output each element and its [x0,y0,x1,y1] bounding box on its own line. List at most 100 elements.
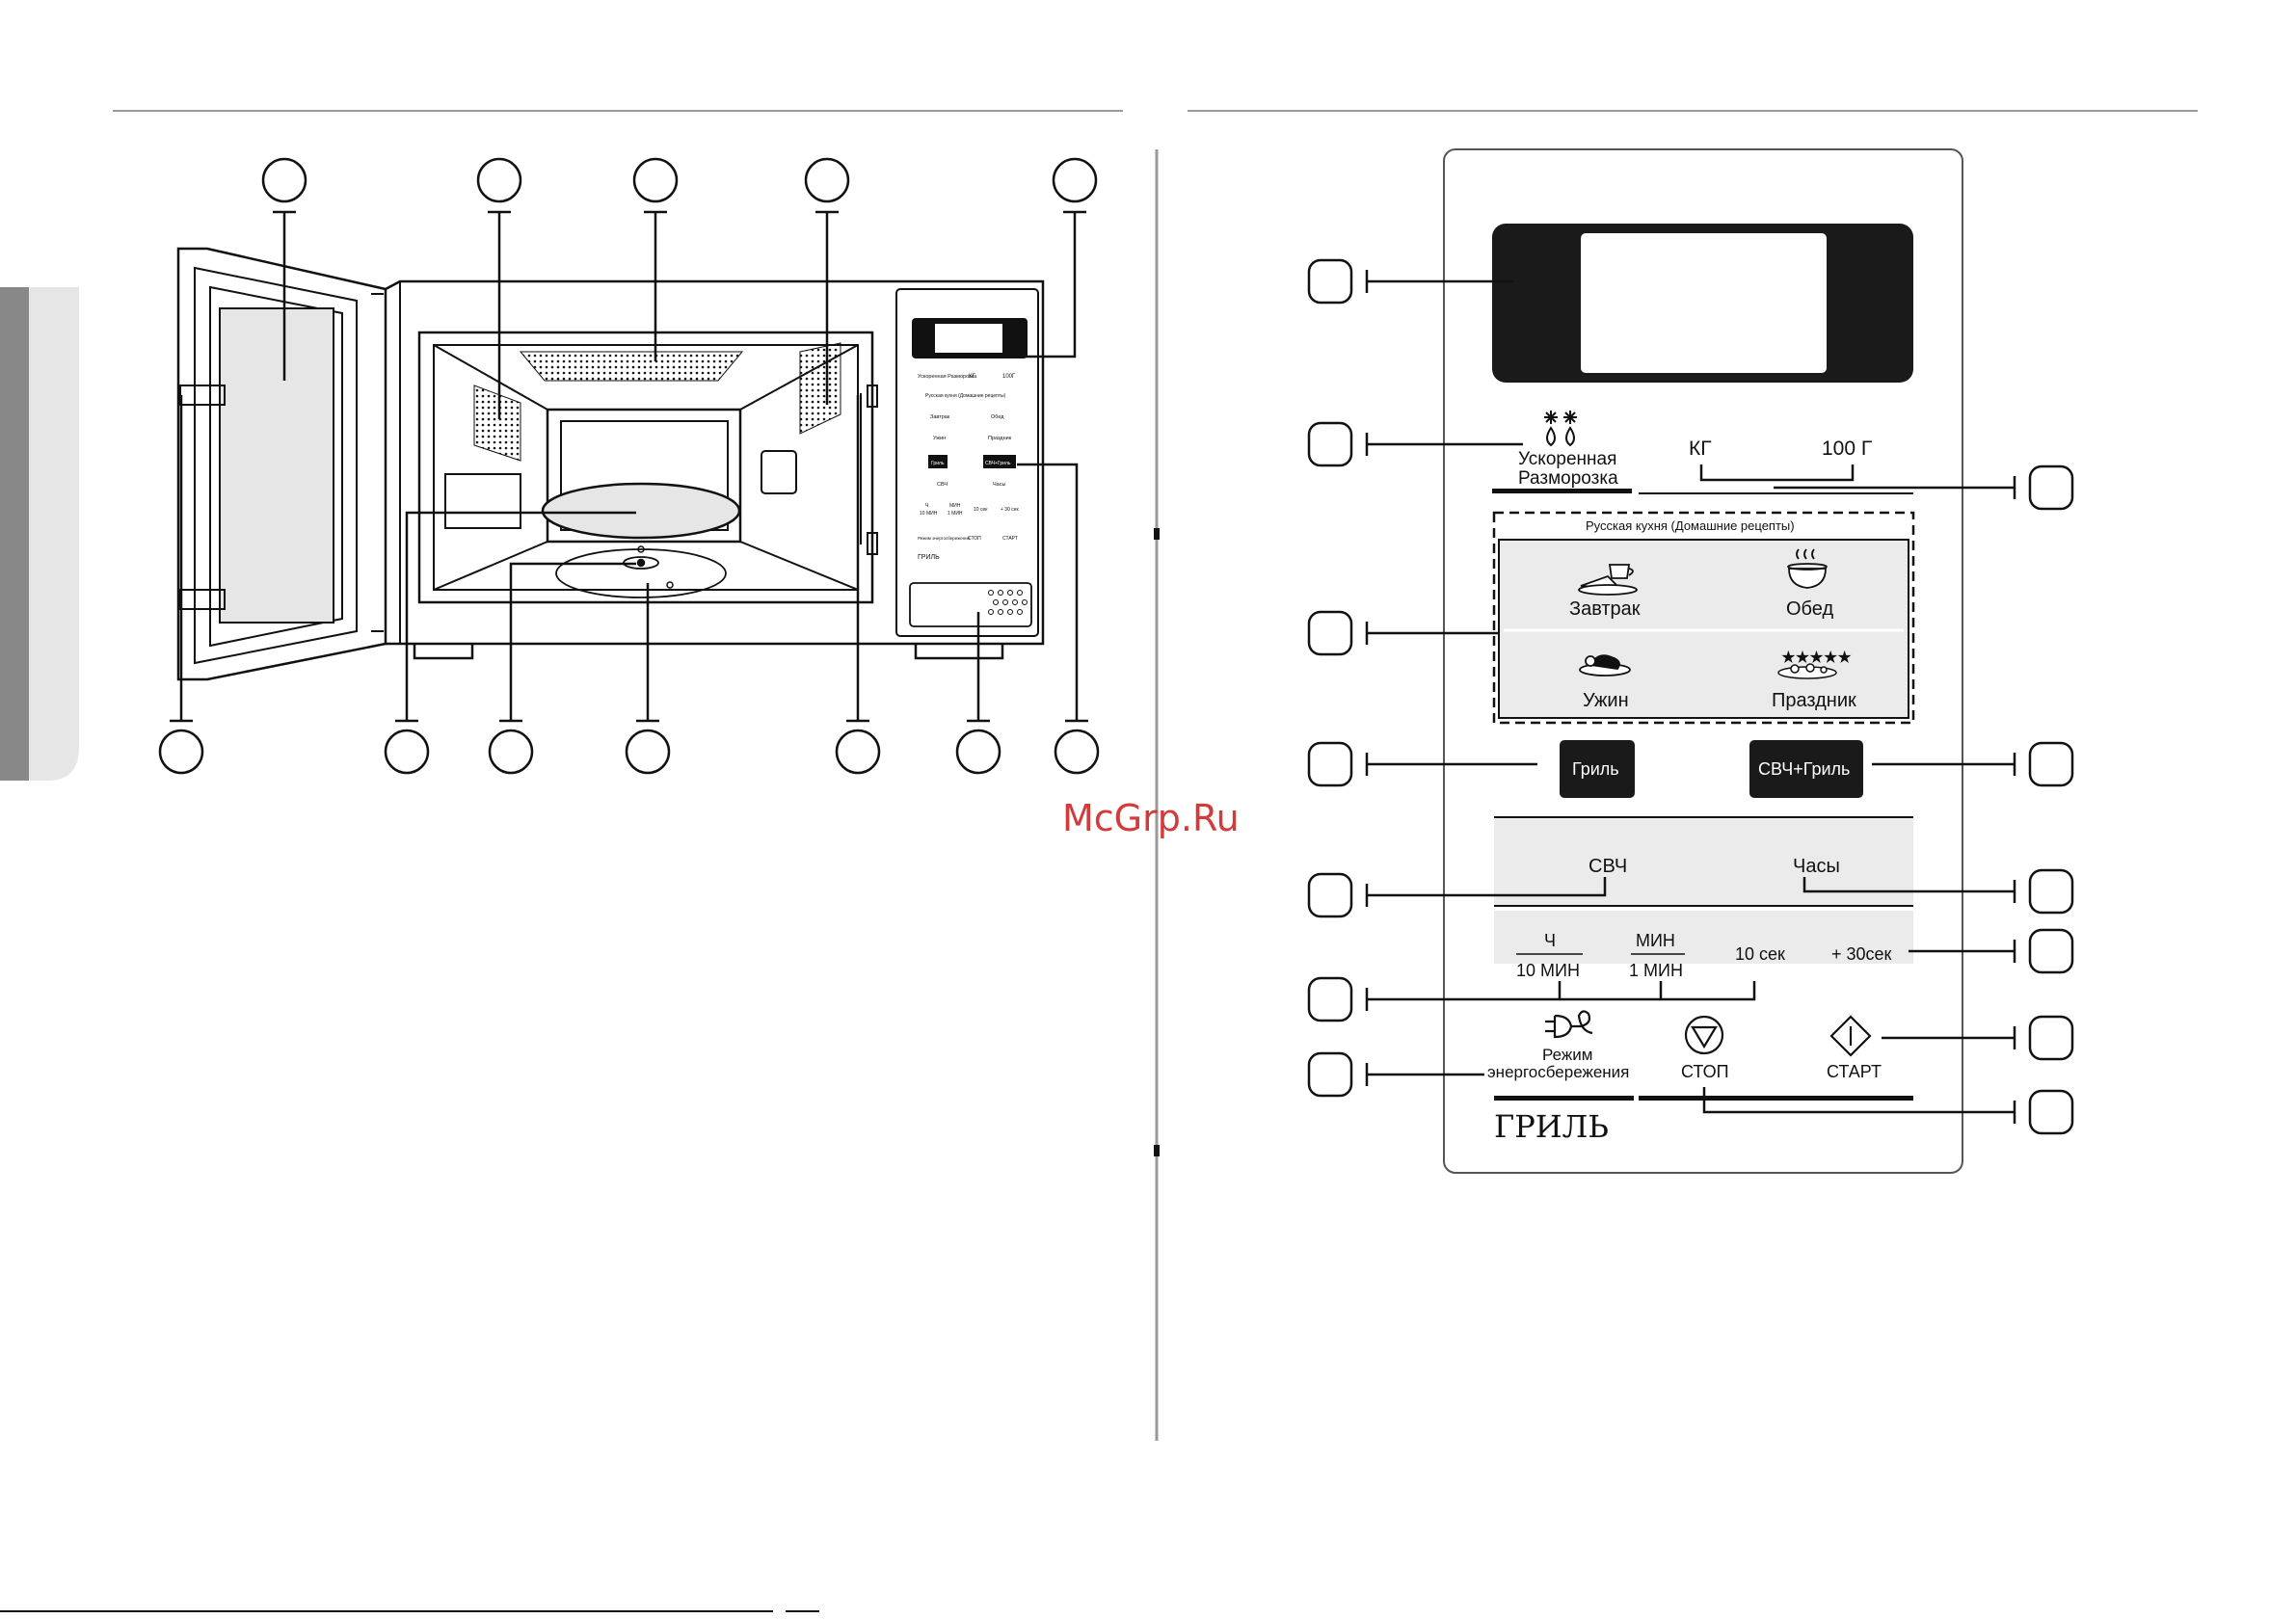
micro-grill-button[interactable] [1749,740,1863,798]
svg-text:10 сек: 10 сек [974,507,988,513]
callout-box [1307,1051,1353,1098]
leader-line [1882,1026,2016,1049]
leader-line [170,395,193,723]
callout-box [2028,464,2074,511]
leader-line [1802,877,2016,903]
control-panel [1443,148,1963,1174]
waveguide-cover [444,473,521,529]
callout-box [1307,610,1353,656]
leader-line [644,210,667,361]
leader-line [1558,981,1663,999]
recipe-breakfast[interactable]: Завтрак [1569,598,1641,620]
leader-line [488,210,511,419]
svg-text:100Г: 100Г [1002,374,1016,380]
latch-hole [867,385,878,408]
leader-line [1365,1063,1484,1086]
svg-text:1 МИН: 1 МИН [948,511,963,517]
ten-min-label[interactable]: 10 МИН [1516,961,1580,980]
recipe-holiday[interactable]: Праздник [1772,690,1856,711]
leader-line [273,210,296,381]
callout-circle [488,729,534,775]
latch-hole [867,532,878,555]
time-row [1494,911,1913,964]
ten-sec-button[interactable]: 10 сек [1735,944,1785,964]
recipe-lunch[interactable]: Обед [1786,598,1833,620]
svg-text:ГРИЛЬ: ГРИЛЬ [918,554,940,561]
callout-box [2028,1015,2074,1061]
side-tab-bar [0,287,29,781]
top-vent [519,351,744,382]
eco-button[interactable]: Режим [1542,1046,1592,1064]
svg-text:СТАРТ: СТАРТ [1002,536,1018,542]
callout-box [2028,928,2074,974]
callout-circle [625,729,671,775]
leader-line [1365,877,1607,907]
svg-text:10 МИН: 10 МИН [920,511,938,517]
callout-box [2028,1089,2074,1135]
g100-label: 100 Г [1822,438,1872,460]
callout-circle [1054,729,1100,775]
micro-grill-button-label: СВЧ+Гриль [1758,759,1850,779]
watermark: McGrp.Ru [1062,797,1240,839]
right-vent [799,342,841,435]
start-button[interactable]: СТАРТ [1827,1062,1882,1081]
one-min-label[interactable]: 1 МИН [1629,961,1683,980]
bottom-bar [1639,1096,1913,1101]
callout-box [1307,976,1353,1022]
defrost-icon [1544,411,1577,447]
svg-text:Гриль: Гриль [931,461,945,466]
recipes-title: Русская кухня (Домашние рецепты) [1586,518,1795,533]
clock-button[interactable]: Часы [1793,856,1840,877]
mini-grill-button [928,455,948,468]
leader-line [1365,433,1523,456]
door [176,247,387,681]
leader-line [1872,753,2016,776]
svg-text:Ужин: Ужин [933,436,946,441]
holiday-icon: ★ ★ ★ ★ ★ [1777,650,1851,679]
callout-box [1307,872,1353,918]
callout-circle [1052,157,1098,203]
callout-circle [632,157,679,203]
svg-text:Праздник: Праздник [988,436,1012,441]
svg-text:КГ: КГ [969,374,975,380]
svg-text:МИН: МИН [949,503,961,509]
eco-button[interactable]: энергосбережения [1487,1063,1629,1081]
microwave-drawing [176,247,1045,681]
left-vent [473,385,521,462]
callout-circle [955,729,1001,775]
hour-label[interactable]: Ч [1544,931,1556,950]
svg-text:Режим энергосбережения: Режим энергосбережения [918,536,971,541]
control-section [895,288,1039,637]
svg-text:+ 30 сек: + 30 сек [1001,507,1020,513]
callout-circle [476,157,522,203]
leader-line [636,583,659,723]
kg-label: КГ [1689,438,1712,460]
leader-line [395,511,636,723]
defrost-label: Ускоренная [1518,449,1616,469]
micro-button[interactable]: СВЧ [1589,856,1627,877]
leader-line [967,612,990,723]
callouts-right [1307,258,2074,1135]
callout-box [1307,421,1353,467]
callout-box [1307,258,1353,305]
eco-icon [1545,1010,1593,1039]
svg-text:СТОП: СТОП [968,536,981,542]
leader-line [1774,476,2016,499]
turntable [541,482,741,540]
callout-box [2028,741,2074,787]
stop-button[interactable]: СТОП [1681,1062,1729,1081]
callout-circle [384,729,430,775]
recipe-dinner[interactable]: Ужин [1583,690,1629,711]
min-label[interactable]: МИН [1636,931,1675,950]
svg-text:Ч: Ч [925,503,928,509]
grill-button[interactable] [1560,740,1635,798]
callout-box [2028,868,2074,915]
mini-micro-grill-button [983,455,1016,468]
svg-text:СВЧ+Гриль: СВЧ+Гриль [985,461,1011,466]
leader-line [1365,622,1499,645]
plus-30-button[interactable]: + 30сек [1831,944,1892,964]
defrost-bar [1492,489,1632,493]
recipes-dashed-frame [1492,511,1915,725]
divider-mark [1154,1145,1160,1156]
